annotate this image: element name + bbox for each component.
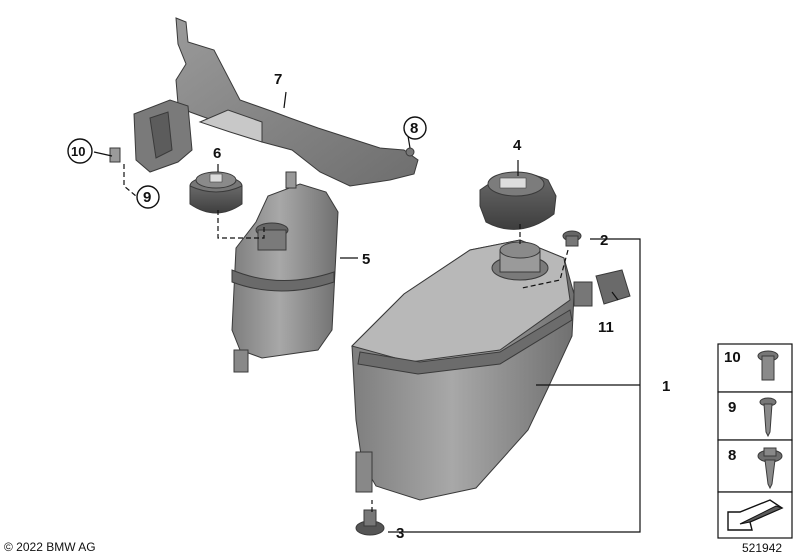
callout-4: 4	[513, 137, 522, 154]
callout-11: 11	[598, 319, 614, 336]
legend-label-8: 8	[728, 447, 736, 464]
callouts: 1 2 3 4 5 6 7 8 9 10 11	[67, 71, 670, 542]
diagram-number: 521942	[742, 541, 783, 555]
callout-3: 3	[396, 525, 404, 542]
label-part-11	[595, 269, 631, 305]
direction-arrow-icon	[727, 499, 784, 531]
legend-label-10: 10	[724, 349, 741, 366]
callout-9: 9	[143, 189, 151, 206]
callout-8: 8	[410, 120, 418, 137]
screw-part-2	[562, 230, 582, 247]
cap-part-4	[479, 171, 557, 230]
leader-lines	[93, 91, 641, 533]
nut-part-8	[405, 147, 415, 157]
copyright-text: © 2022 BMW AG	[4, 540, 96, 554]
callout-10: 10	[71, 144, 85, 159]
callout-5: 5	[362, 251, 370, 268]
cap-part-6	[189, 171, 243, 214]
fastener-legend: 10 9 8	[717, 343, 793, 539]
callout-1: 1	[662, 378, 670, 395]
grommet-part-3	[355, 509, 385, 536]
flange-screw-icon	[757, 447, 783, 490]
screw-icon	[759, 397, 777, 438]
rivet-nut-icon	[757, 350, 779, 381]
coolant-tank-part-1	[351, 239, 593, 501]
callout-6: 6	[213, 145, 221, 162]
expansion-tank-part-5	[231, 171, 339, 373]
callout-7: 7	[274, 71, 282, 88]
legend-label-9: 9	[728, 399, 736, 416]
bracket-part-7	[109, 17, 419, 187]
callout-2: 2	[600, 232, 608, 249]
